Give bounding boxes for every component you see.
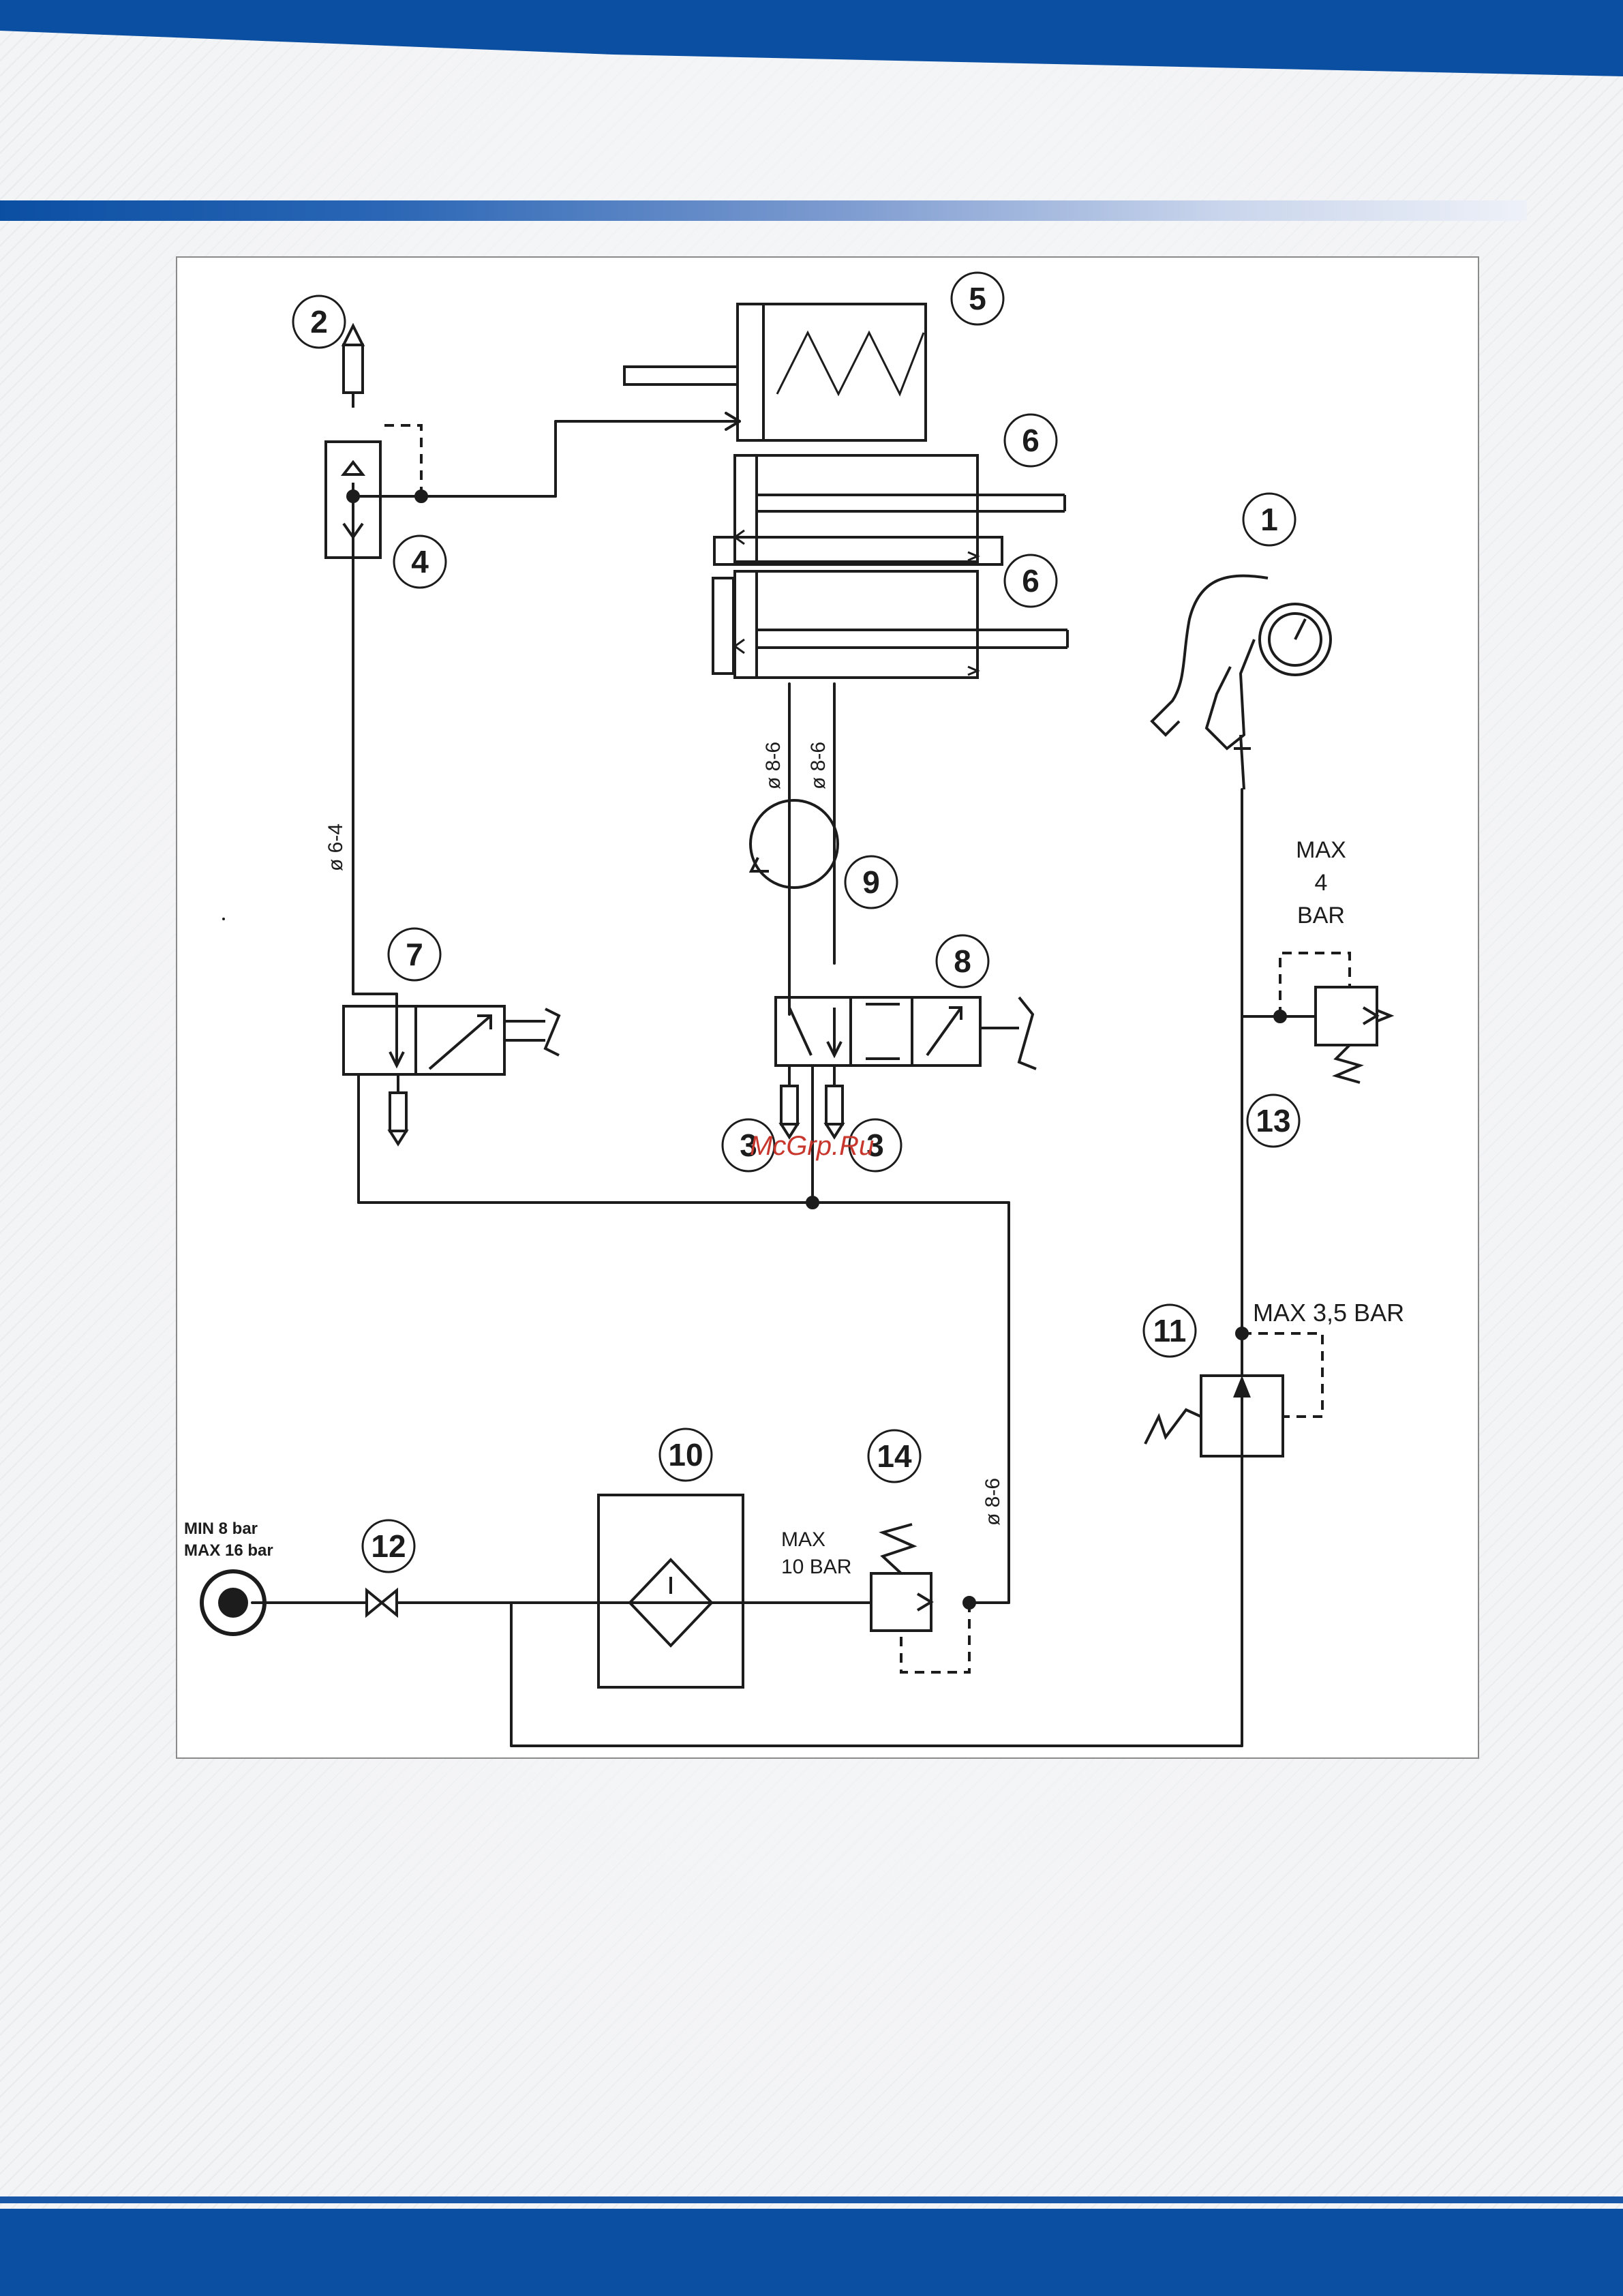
callout-12: 12	[371, 1528, 406, 1564]
callout-14: 14	[877, 1438, 912, 1474]
pedal-9	[750, 800, 838, 888]
safety-max-line1: MAX	[781, 1528, 825, 1551]
callout-6-top: 6	[1022, 423, 1040, 458]
callout-4: 4	[411, 544, 429, 579]
footer-line	[0, 2196, 1623, 2203]
relief-max-line1: MAX	[1296, 837, 1346, 863]
callout-8: 8	[954, 943, 971, 979]
regulator-max-caption: MAX 3,5 BAR	[1253, 1299, 1404, 1327]
callout-5: 5	[969, 281, 986, 316]
watermark: McGrp.Ru	[750, 1131, 874, 1161]
pipe-a-caption: ø 8-6	[762, 742, 785, 789]
callout-9: 9	[862, 864, 880, 900]
relief-max-line2: 4	[1315, 870, 1328, 896]
callout-1: 1	[1260, 502, 1278, 537]
footer-band	[0, 2209, 1623, 2296]
safety-max-line2: 10 BAR	[781, 1556, 851, 1578]
safety-valve-14	[871, 1524, 975, 1672]
callout-11: 11	[1153, 1313, 1187, 1348]
valve-8	[776, 997, 1036, 1208]
relief-max-line3: BAR	[1297, 903, 1345, 928]
callout-7: 7	[406, 937, 423, 972]
callout-13: 13	[1256, 1103, 1290, 1138]
header-band	[0, 0, 1623, 78]
silencer-top	[344, 326, 363, 408]
double-cylinders	[713, 455, 1067, 678]
callout-2: 2	[310, 304, 328, 339]
header-gradient-bar	[0, 200, 1527, 221]
pipe-top-caption: ø 6-4	[324, 824, 347, 871]
filter-10	[598, 1495, 743, 1687]
gauge-gun	[1152, 576, 1331, 789]
inlet-max-caption: MAX 16 bar	[184, 1541, 273, 1560]
valve-7	[344, 1006, 559, 1144]
pneumatic-diagram: 1 2 3 3 4 5 6 6 7 8 9 10 11 12 13 14 ø 6…	[177, 258, 1478, 1757]
callout-10: 10	[668, 1437, 703, 1472]
pipe-b-caption: ø 8-6	[807, 742, 830, 789]
pipe-right-caption: ø 8-6	[982, 1478, 1004, 1526]
inlet-min-caption: MIN 8 bar	[184, 1520, 258, 1538]
callout-6-bottom: 6	[1022, 563, 1040, 599]
diagram-frame: 1 2 3 3 4 5 6 6 7 8 9 10 11 12 13 14 ø 6…	[176, 256, 1479, 1759]
tap-12	[367, 1590, 397, 1615]
